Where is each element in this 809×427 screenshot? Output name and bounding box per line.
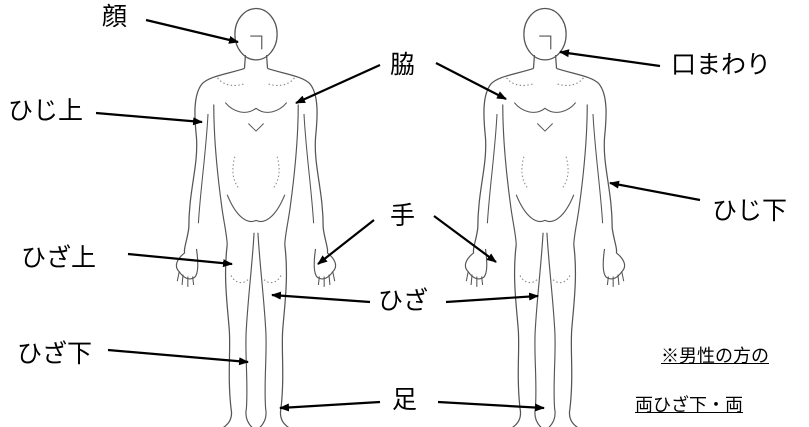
note-line-2: 両ひざ下・両 — [635, 397, 743, 415]
arrow-around-mouth — [560, 52, 660, 66]
arrow-knee-left — [272, 295, 370, 302]
label-knee: ひざ — [378, 288, 428, 313]
arrow-hand-right — [434, 216, 496, 262]
note-line-1: ※男性の方の — [661, 348, 769, 366]
label-hand: 手 — [390, 203, 415, 228]
arrow-foot-right — [438, 402, 544, 408]
arrow-below-knee — [108, 350, 248, 362]
label-face: 顔 — [102, 4, 127, 29]
label-armpit: 脇 — [390, 52, 415, 77]
arrow-foot-left — [280, 402, 380, 408]
label-above-knee: ひざ上 — [21, 245, 96, 270]
label-below-elbow: ひじ下 — [712, 198, 787, 223]
front-view-body — [176, 9, 335, 427]
label-foot: 足 — [392, 387, 417, 412]
label-above-elbow: ひじ上 — [8, 98, 83, 123]
arrow-above-elbow — [96, 113, 202, 122]
arrow-knee-right — [446, 296, 538, 302]
back-view-body — [465, 9, 624, 427]
label-below-knee: ひざ下 — [17, 341, 92, 366]
arrow-face — [146, 20, 238, 42]
label-around-mouth: 口まわり — [671, 52, 771, 77]
arrow-armpit-left — [296, 65, 380, 103]
arrow-below-elbow — [610, 183, 700, 200]
